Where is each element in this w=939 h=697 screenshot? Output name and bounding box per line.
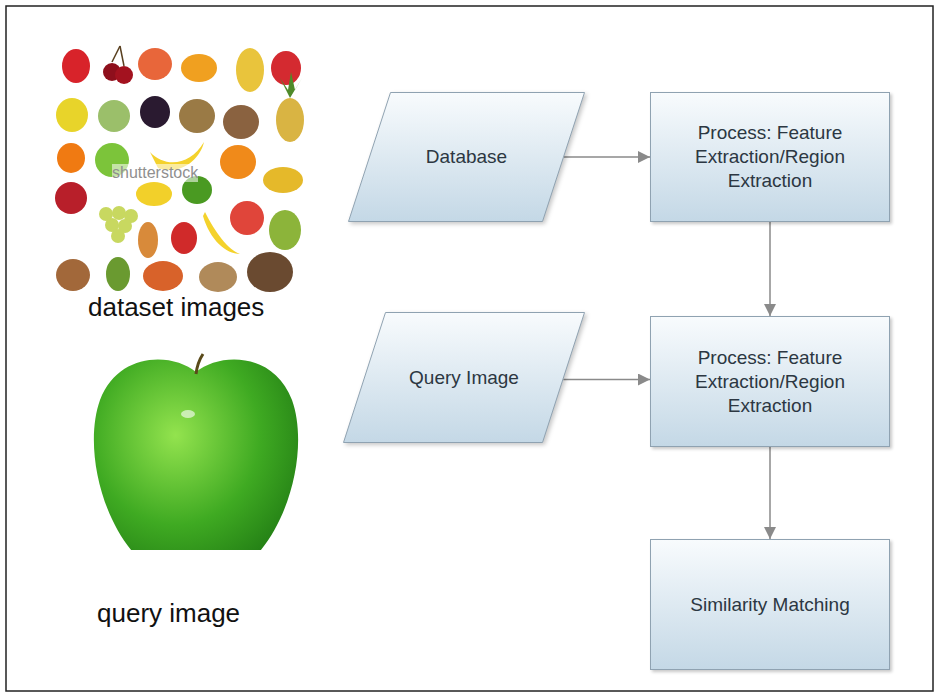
fruit-stem [112,46,120,62]
fruit [140,96,170,128]
flow-arrow [769,222,771,316]
node-text: Query Image [409,366,519,390]
caption-label: dataset images [88,292,264,322]
data-input: Query Image [343,312,585,443]
fruit-stem [120,46,124,66]
fruit [179,99,215,133]
fruit [271,51,301,85]
process-box: Process: Feature Extraction/Region Extra… [650,92,890,222]
fruit [276,98,304,142]
frame-border [6,6,933,691]
fruit [181,54,217,82]
flow-arrow [564,156,650,158]
fruit [247,252,293,292]
flow-arrow [563,379,650,381]
fruit [171,222,197,254]
fruit [62,49,90,83]
fruit [199,262,237,292]
flow-arrow [769,447,771,539]
node-text: Similarity Matching [690,593,849,617]
fruit [55,182,87,214]
fruit [230,201,264,235]
process-box: Process: Feature Extraction/Region Extra… [650,316,890,447]
fruit [263,167,303,193]
fruit [98,100,130,132]
fruit [115,66,133,84]
parallelogram-shape [344,313,585,443]
node-text: Process: Feature Extraction/Region Extra… [665,346,875,418]
node-content: Query Image [343,312,585,443]
apple-picture [94,354,298,550]
watermark: shutterstock [112,164,198,182]
fruit [223,105,259,139]
apple-body [94,359,298,550]
fruit [269,210,301,250]
fruit [138,48,172,80]
fruit [106,257,130,291]
fruit [138,222,158,258]
apple-highlight [181,410,195,418]
parallelogram-shape [349,93,585,222]
node-content: Similarity Matching [651,540,889,669]
fruit [99,206,138,243]
node-text: Process: Feature Extraction/Region Extra… [665,121,875,193]
fruit [57,143,85,173]
data-input: Database [348,92,585,222]
fruit [56,98,88,132]
process-box: Similarity Matching [650,539,890,670]
fruit [136,182,172,206]
node-text: Database [426,145,507,169]
fruit-collage [55,46,304,292]
node-content: Process: Feature Extraction/Region Extra… [651,93,889,221]
fruit [220,145,256,179]
fruit [236,48,264,92]
fruit [143,261,183,291]
fruit [56,259,90,291]
caption-label: query image [97,598,240,628]
node-content: Process: Feature Extraction/Region Extra… [651,317,889,446]
node-content: Database [348,92,585,222]
apple-stem [196,354,203,374]
fruit-leaves [280,72,302,98]
